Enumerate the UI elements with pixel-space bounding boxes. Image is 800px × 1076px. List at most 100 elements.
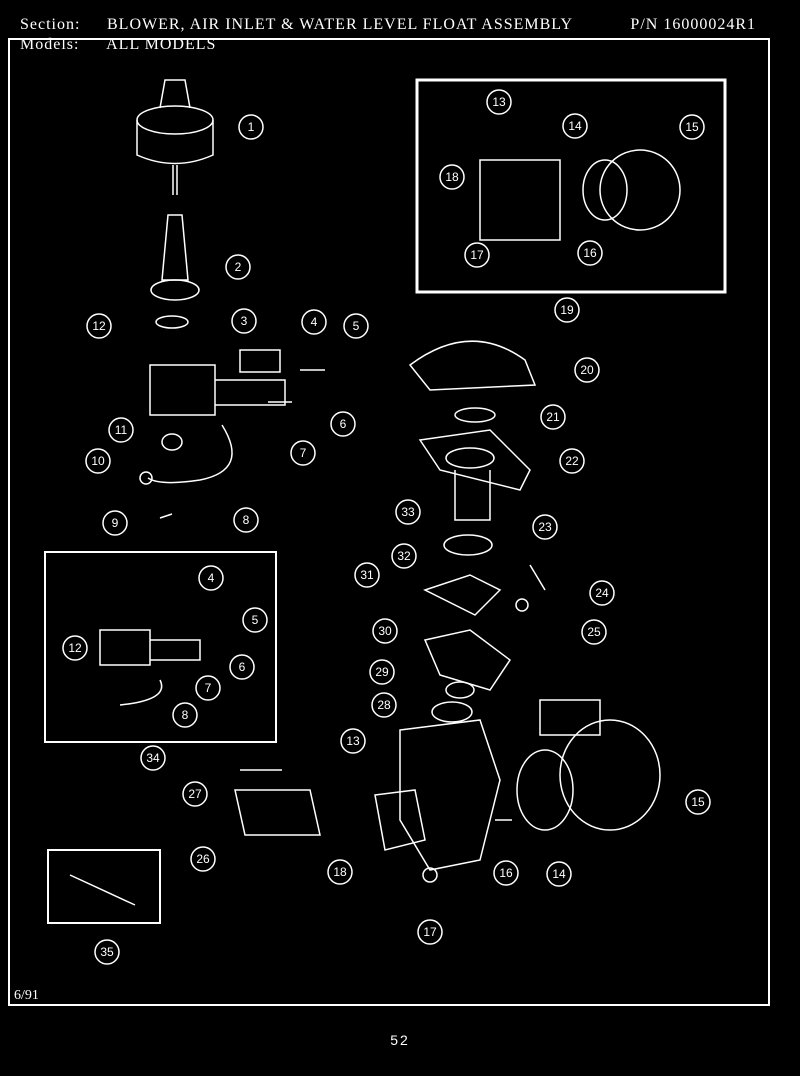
callout-number: 29 [375, 665, 389, 679]
section-row: Section: BLOWER, AIR INLET & WATER LEVEL… [20, 16, 573, 34]
callout-24: 24 [589, 580, 615, 606]
callout-circle [532, 514, 558, 540]
callout-circle [172, 702, 198, 728]
callout-11: 11 [108, 417, 134, 443]
inlet-cover [408, 340, 537, 391]
callout-9: 9 [102, 510, 128, 536]
callout-number: 21 [546, 410, 560, 424]
callout-number: 11 [115, 423, 128, 437]
callout-circle [574, 357, 600, 383]
inset-19-box [415, 78, 727, 294]
callout-number: 4 [208, 571, 215, 585]
float-cap-top [159, 79, 191, 109]
models-value: ALL MODELS [106, 36, 217, 53]
callout-31: 31 [354, 562, 380, 588]
callout-circle [679, 114, 705, 140]
callout-circle [540, 404, 566, 430]
callout-circle [340, 728, 366, 754]
callout-circle [327, 859, 353, 885]
callout-8: 8 [233, 507, 259, 533]
callout-number: 15 [691, 795, 705, 809]
callout-28: 28 [371, 692, 397, 718]
callout-number: 20 [580, 363, 594, 377]
callout-circle [589, 580, 615, 606]
callout-number: 14 [568, 119, 582, 133]
callout-number: 8 [243, 513, 250, 527]
callout-3: 3 [231, 308, 257, 334]
callout-circle [391, 543, 417, 569]
callout-circle [493, 860, 519, 886]
callout-number: 25 [587, 625, 601, 639]
callout-circle [301, 309, 327, 335]
gasket-plate [423, 574, 502, 616]
callout-1: 1 [238, 114, 264, 140]
callout-number: 33 [401, 505, 415, 519]
callout-circle [198, 565, 224, 591]
callout-circle [559, 448, 585, 474]
callout-25: 25 [581, 619, 607, 645]
switch-clip [239, 349, 281, 373]
callout-number: 8 [182, 708, 189, 722]
callout-number: 35 [100, 945, 114, 959]
callout-number: 30 [378, 624, 392, 638]
callout-circle [486, 89, 512, 115]
callout-number: 12 [68, 641, 82, 655]
callout-circle [86, 313, 112, 339]
callout-circle [242, 607, 268, 633]
callout-29: 29 [369, 659, 395, 685]
callout-circle [581, 619, 607, 645]
callout-circle [290, 440, 316, 466]
callout-12: 12 [86, 313, 112, 339]
callout-7: 7 [290, 440, 316, 466]
callout-number: 1 [248, 120, 255, 134]
callout-6: 6 [330, 411, 356, 437]
inset-34-box [44, 551, 277, 743]
callout-number: 9 [112, 516, 119, 530]
callout-number: 6 [239, 660, 246, 674]
callout-number: 31 [360, 568, 374, 582]
page-number: 52 [390, 1032, 410, 1048]
callout-30: 30 [372, 618, 398, 644]
callout-23: 23 [532, 514, 558, 540]
callout-4: 4 [198, 565, 224, 591]
callout-circle [354, 562, 380, 588]
callout-circle [554, 297, 580, 323]
callout-12: 12 [62, 635, 88, 661]
callout-13: 13 [486, 89, 512, 115]
callout-14: 14 [562, 113, 588, 139]
callout-20: 20 [574, 357, 600, 383]
callout-circle [546, 861, 572, 887]
callout-27: 27 [182, 781, 208, 807]
callout-circle [225, 254, 251, 280]
relay-block [234, 789, 321, 836]
callout-circle [371, 692, 397, 718]
page-header: Section: BLOWER, AIR INLET & WATER LEVEL… [8, 8, 768, 56]
callout-number: 16 [583, 246, 597, 260]
o-ring [155, 315, 189, 329]
callout-circle [140, 745, 166, 771]
nut [161, 433, 183, 451]
callout-number: 17 [470, 248, 484, 262]
callout-number: 10 [91, 454, 105, 468]
models-label: Models: [20, 36, 80, 53]
callout-number: 19 [560, 303, 574, 317]
callout-number: 5 [252, 613, 259, 627]
callout-14: 14 [546, 861, 572, 887]
callout-circle [62, 635, 88, 661]
callout-number: 14 [552, 867, 566, 881]
footer-date: 6/91 [14, 988, 39, 1003]
callout-number: 22 [565, 454, 579, 468]
blower-wheel [516, 749, 574, 831]
callout-circle [439, 164, 465, 190]
callout-number: 28 [377, 698, 391, 712]
callout-5: 5 [242, 607, 268, 633]
air-inlet [418, 429, 531, 491]
callout-number: 7 [205, 681, 212, 695]
callout-circle [182, 781, 208, 807]
callout-17: 17 [417, 919, 443, 945]
callout-circle [233, 507, 259, 533]
callout-number: 7 [300, 446, 307, 460]
callout-number: 17 [423, 925, 437, 939]
blower-housing [399, 719, 501, 871]
